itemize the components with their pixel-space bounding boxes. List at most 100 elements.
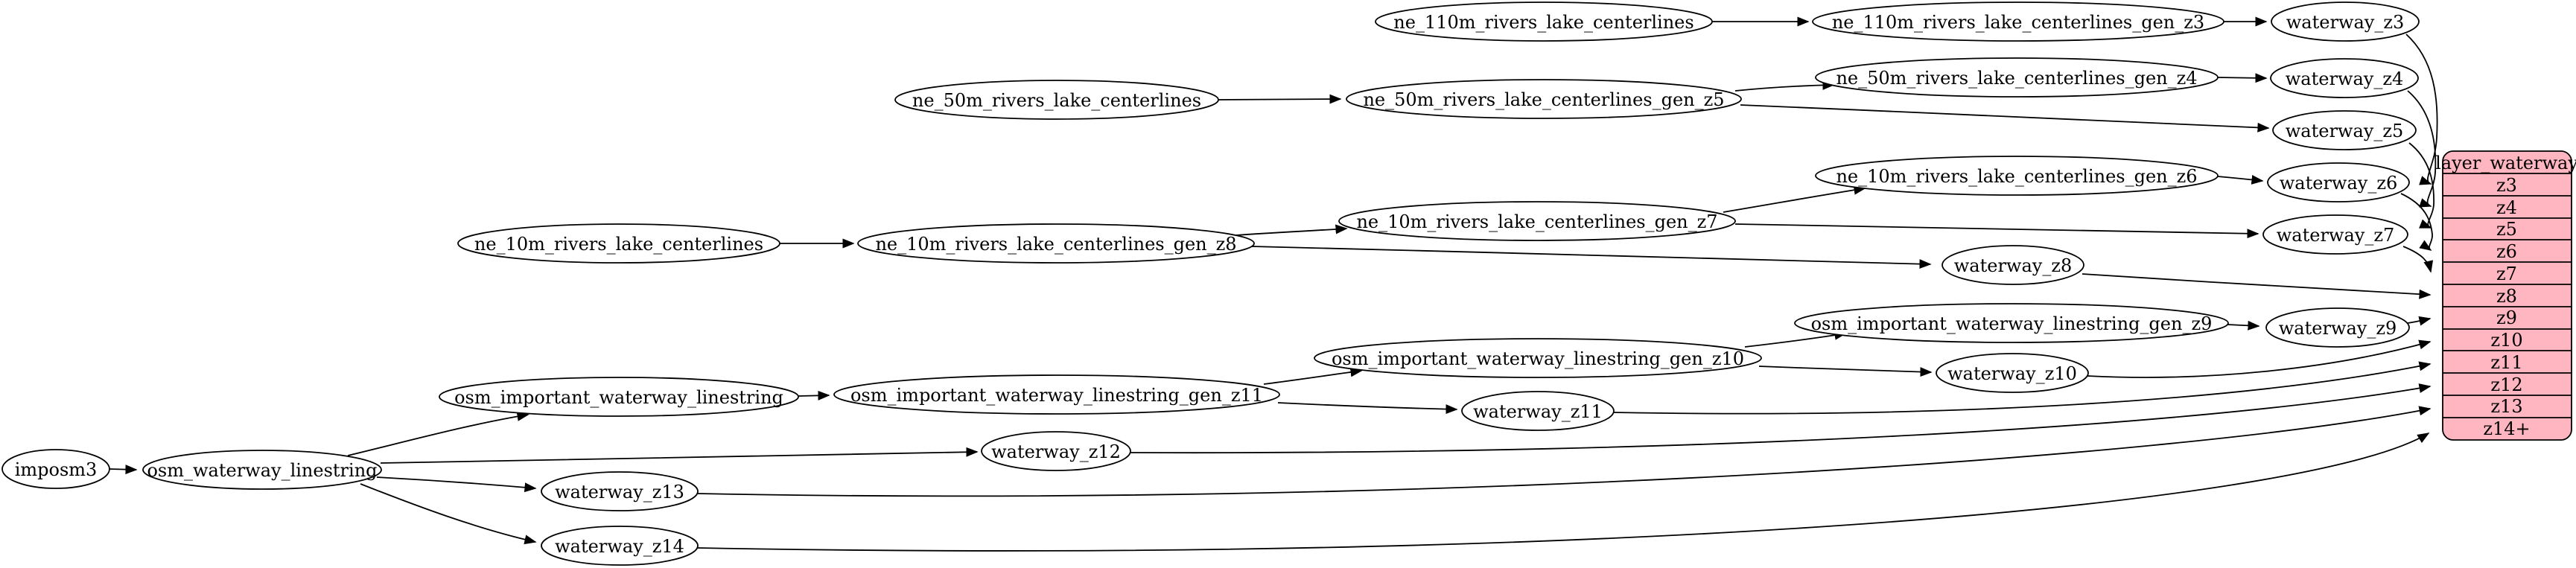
node-ne_110m_rivers_lake_centerlines_gen_z3-label: ne_110m_rivers_lake_centerlines_gen_z3: [1832, 12, 2204, 33]
edge-gen_z9-waterway_z9: [2227, 320, 2260, 331]
node-ne_110m_rivers_lake_centerlines: ne_110m_rivers_lake_centerlines: [1375, 1, 1713, 42]
node-waterway_z5: waterway_z5: [2272, 110, 2417, 150]
node-ne_110m_rivers_lake_centerlines-label: ne_110m_rivers_lake_centerlines: [1393, 12, 1694, 33]
node-osm_important_waterway_linestring_gen_z9: osm_important_waterway_linestring_gen_z9: [1794, 303, 2229, 343]
edge-imposm3-osm_waterway_linestring: [109, 465, 138, 475]
node-ne_50m_rivers_lake_centerlines_gen_z5: ne_50m_rivers_lake_centerlines_gen_z5: [1346, 79, 1742, 119]
node-osm_important_waterway_linestring_gen_z10-label: osm_important_waterway_linestring_gen_z1…: [1332, 348, 1744, 369]
table-row-z12: z12: [2490, 374, 2522, 395]
edge-gen_z6-waterway_z6: [2217, 174, 2264, 185]
table-row-z13: z13: [2490, 396, 2522, 417]
node-waterway_z12: waterway_z12: [981, 431, 1131, 471]
table-row-z10: z10: [2490, 330, 2522, 351]
node-ne_50m_rivers_lake_centerlines: ne_50m_rivers_lake_centerlines: [894, 80, 1219, 120]
node-ne_10m_rivers_lake_centerlines_gen_z8-shape: [857, 223, 1255, 264]
table-row-z5: z5: [2496, 219, 2517, 240]
table-row-z6: z6: [2496, 241, 2517, 262]
node-waterway_z7: waterway_z7: [2262, 214, 2408, 255]
edge-ne_50m-gen_z5: [1218, 94, 1342, 104]
table-row-z3: z3: [2496, 175, 2517, 196]
edge-gen_z11-waterway_z11: [1277, 402, 1458, 415]
edge-waterway_z8-row_z8: [2082, 273, 2432, 299]
node-waterway_z3-label: waterway_z3: [2286, 12, 2405, 33]
node-osm_important_waterway_linestring_gen_z9-label: osm_important_waterway_linestring_gen_z9: [1811, 313, 2213, 334]
node-waterway_z6: waterway_z6: [2267, 162, 2410, 202]
edge-osm_waterway_linestring-waterway_z14: [360, 483, 537, 545]
node-waterway_z3-shape: [2271, 1, 2420, 42]
layer-waterway-table: layer_waterway z3 z4 z5 z6 z7 z8 z9 z10 …: [2435, 150, 2576, 441]
node-osm_important_waterway_linestring-shape: [439, 377, 799, 417]
node-waterway_z4: waterway_z4: [2270, 58, 2419, 98]
edge-waterway_z6-row_z6: [2400, 193, 2433, 251]
edge-osm_important-gen_z11: [798, 390, 830, 401]
edge-gen_z7-waterway_z7: [1734, 223, 2259, 239]
node-waterway_z5-shape: [2272, 110, 2417, 150]
edge-gen_z7-gen_z6: [1723, 185, 1866, 213]
node-waterway_z6-shape: [2267, 162, 2410, 202]
node-ne_10m_rivers_lake_centerlines-shape: [457, 223, 780, 264]
node-waterway_z7-label: waterway_z7: [2277, 225, 2395, 246]
edge-gen_z10-gen_z9: [1744, 330, 1847, 348]
node-ne_50m_rivers_lake_centerlines_gen_z4: ne_50m_rivers_lake_centerlines_gen_z4: [1815, 57, 2219, 98]
edge-waterway_z12-row_z12: [1130, 383, 2432, 454]
node-waterway_z7-shape: [2262, 214, 2408, 255]
node-ne_10m_rivers_lake_centerlines_gen_z6-shape: [1815, 156, 2219, 196]
node-waterway_z5-label: waterway_z5: [2286, 121, 2404, 141]
node-imposm3: imposm3: [1, 449, 110, 489]
node-ne_50m_rivers_lake_centerlines_gen_z5-shape: [1346, 79, 1742, 119]
node-imposm3-shape: [1, 449, 110, 489]
node-waterway_z3: waterway_z3: [2271, 1, 2420, 42]
node-ne_10m_rivers_lake_centerlines: ne_10m_rivers_lake_centerlines: [457, 223, 780, 264]
node-ne_10m_rivers_lake_centerlines_gen_z8-label: ne_10m_rivers_lake_centerlines_gen_z8: [875, 234, 1236, 255]
node-waterway_z11-label: waterway_z11: [1473, 401, 1603, 422]
node-waterway_z13-shape: [541, 471, 699, 511]
node-waterway_z8: waterway_z8: [1941, 245, 2084, 285]
node-ne_50m_rivers_lake_centerlines_gen_z4-shape: [1815, 57, 2219, 98]
node-waterway_z9-shape: [2265, 307, 2410, 348]
node-waterway_z10-shape: [1936, 353, 2089, 393]
node-waterway_z13: waterway_z13: [541, 471, 699, 511]
node-osm_waterway_linestring-label: osm_waterway_linestring: [147, 460, 377, 481]
edge-waterway_z4-row_z4: [2407, 90, 2437, 208]
node-waterway_z12-label: waterway_z12: [991, 441, 1121, 462]
node-osm_waterway_linestring: osm_waterway_linestring: [142, 450, 382, 490]
node-waterway_z14-label: waterway_z14: [555, 536, 684, 557]
node-osm_important_waterway_linestring_gen_z11: osm_important_waterway_linestring_gen_z1…: [833, 374, 1280, 415]
edge-osm_waterway_linestring-waterway_z13: [376, 476, 537, 493]
node-waterway_z14: waterway_z14: [541, 526, 699, 566]
node-imposm3-label: imposm3: [15, 459, 98, 480]
node-waterway_z8-shape: [1941, 245, 2084, 285]
table-row-z8: z8: [2496, 286, 2517, 307]
table-title: layer_waterway: [2435, 153, 2576, 173]
node-waterway_z13-label: waterway_z13: [555, 482, 684, 502]
edge-gen_z8-waterway_z8: [1251, 246, 1932, 269]
table-row-z11: z11: [2490, 352, 2522, 373]
node-waterway_z9: waterway_z9: [2265, 307, 2410, 348]
node-waterway_z8-label: waterway_z8: [1954, 255, 2073, 276]
edge-gen_z8-gen_z7: [1235, 224, 1348, 236]
node-waterway_z14-shape: [541, 526, 699, 566]
edge-waterway_z5-row_z5: [2408, 142, 2435, 229]
nodes-layer: imposm3 osm_waterway_linestring osm_impo…: [1, 1, 2420, 566]
node-ne_110m_rivers_lake_centerlines_gen_z3-shape: [1812, 1, 2224, 42]
node-waterway_z10: waterway_z10: [1936, 353, 2089, 393]
node-osm_important_waterway_linestring_gen_z11-shape: [833, 374, 1280, 415]
node-waterway_z11-shape: [1461, 391, 1615, 431]
node-ne_110m_rivers_lake_centerlines-shape: [1375, 1, 1713, 42]
node-ne_50m_rivers_lake_centerlines_gen_z5-label: ne_50m_rivers_lake_centerlines_gen_z5: [1363, 89, 1724, 110]
node-ne_110m_rivers_lake_centerlines_gen_z3: ne_110m_rivers_lake_centerlines_gen_z3: [1812, 1, 2224, 42]
edge-gen_z11-gen_z10: [1263, 367, 1363, 385]
node-osm_important_waterway_linestring_gen_z11-label: osm_important_waterway_linestring_gen_z1…: [850, 385, 1263, 406]
edge-gen_z5-waterway_z5: [1740, 104, 2270, 133]
node-ne_10m_rivers_lake_centerlines_gen_z7-shape: [1338, 201, 1736, 241]
node-ne_50m_rivers_lake_centerlines-label: ne_50m_rivers_lake_centerlines: [912, 90, 1201, 111]
node-osm_important_waterway_linestring_gen_z9-shape: [1794, 303, 2229, 343]
node-ne_10m_rivers_lake_centerlines_gen_z7-label: ne_10m_rivers_lake_centerlines_gen_z7: [1356, 211, 1717, 232]
node-waterway_z4-shape: [2270, 58, 2419, 98]
node-osm_important_waterway_linestring: osm_important_waterway_linestring: [439, 377, 799, 417]
node-ne_10m_rivers_lake_centerlines_gen_z6-label: ne_10m_rivers_lake_centerlines_gen_z6: [1836, 166, 2197, 187]
node-ne_10m_rivers_lake_centerlines_gen_z8: ne_10m_rivers_lake_centerlines_gen_z8: [857, 223, 1255, 264]
table-row-z14plus: z14+: [2483, 418, 2530, 439]
